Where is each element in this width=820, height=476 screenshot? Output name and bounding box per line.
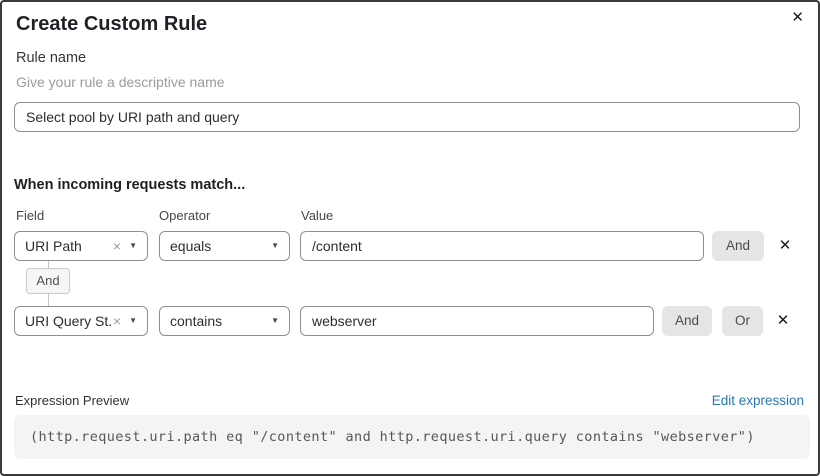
value-input-1[interactable]: [300, 231, 704, 261]
field-column-label: Field: [16, 208, 45, 223]
add-and-condition-button-1[interactable]: And: [712, 231, 765, 261]
remove-condition-icon-2[interactable]: ✕: [776, 312, 790, 329]
remove-condition-icon-1[interactable]: ✕: [778, 237, 792, 254]
expression-code: (http.request.uri.path eq "/content" and…: [30, 429, 755, 445]
condition-row-1: URI Path × ▼ equals ▼ And ✕: [14, 231, 806, 261]
field-select-2-value: URI Query St...: [25, 313, 113, 329]
operator-select-1-value: equals: [170, 238, 212, 254]
and-connector-badge[interactable]: And: [26, 268, 70, 294]
field-select-1[interactable]: URI Path × ▼: [14, 231, 148, 261]
field-select-1-value: URI Path: [25, 238, 82, 254]
chevron-down-icon: ▼: [129, 241, 137, 250]
operator-select-2-value: contains: [170, 313, 223, 329]
clear-selection-icon[interactable]: ×: [112, 313, 122, 329]
chevron-down-icon: ▼: [271, 316, 279, 325]
edit-expression-link[interactable]: Edit expression: [711, 393, 804, 408]
value-column-label: Value: [301, 208, 334, 223]
expression-preview-label: Expression Preview: [15, 393, 130, 408]
operator-select-2[interactable]: contains ▼: [159, 306, 290, 336]
clear-selection-icon[interactable]: ×: [112, 238, 122, 254]
operator-column-label: Operator: [159, 208, 211, 223]
connector-line-top: [48, 261, 49, 269]
rule-name-helper: Give your rule a descriptive name: [16, 74, 225, 90]
dialog-title: Create Custom Rule: [16, 13, 208, 35]
close-icon[interactable]: ✕: [791, 9, 804, 26]
chevron-down-icon: ▼: [271, 241, 279, 250]
add-or-condition-button[interactable]: Or: [722, 306, 764, 336]
expression-header: Expression Preview Edit expression: [15, 392, 806, 409]
rule-name-label: Rule name: [16, 50, 87, 66]
chevron-down-icon: ▼: [129, 316, 137, 325]
condition-row-2: URI Query St... × ▼ contains ▼ And Or ✕: [14, 306, 806, 336]
operator-select-1[interactable]: equals ▼: [159, 231, 290, 261]
match-heading: When incoming requests match...: [14, 177, 246, 193]
expression-code-box: (http.request.uri.path eq "/content" and…: [14, 415, 810, 459]
value-input-2[interactable]: [300, 306, 654, 336]
rule-name-input[interactable]: [14, 102, 800, 132]
connector-block: And: [14, 261, 806, 306]
field-select-2[interactable]: URI Query St... × ▼: [14, 306, 148, 336]
condition-column-labels: Field Operator Value: [14, 208, 806, 224]
connector-line-bottom: [48, 294, 49, 306]
add-and-condition-button-2[interactable]: And: [662, 306, 713, 336]
dialog-titlebar: Create Custom Rule ✕: [14, 2, 806, 36]
